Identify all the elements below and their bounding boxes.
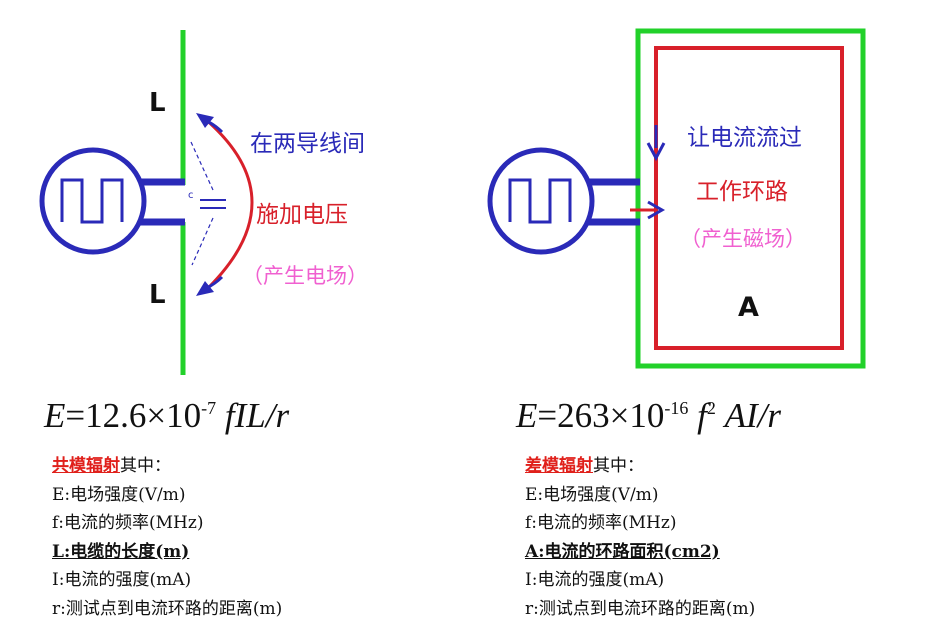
legend-line: f:电流的频率(MHz) — [52, 513, 204, 533]
text-apply-voltage: 施加电压 — [256, 202, 348, 228]
formula-lhs: E — [516, 396, 538, 435]
label-capacitance: c — [188, 190, 194, 201]
legend-heading-red: 共模辐射 — [52, 456, 120, 476]
legend-line: E:电场强度(V/m) — [52, 484, 186, 505]
right-circuit — [487, 28, 866, 369]
legend-line-bold: L:电缆的长度(m) — [52, 541, 190, 562]
label-L-top: L — [149, 88, 166, 118]
signal-source-circle — [39, 147, 147, 255]
legend-line: r:测试点到电流环路的距离(m) — [52, 598, 283, 619]
text-work-loop: 工作环路 — [696, 179, 788, 205]
arc-arrow-top-shaft — [204, 118, 224, 134]
current-arrow-down-icon — [646, 142, 666, 162]
formula-differential-mode: E=263×10-16 f2 AI/r — [516, 396, 782, 435]
legend-differential-mode: 差模辐射其中： E:电场强度(V/m) f:电流的频率(MHz) A:电流的环路… — [525, 452, 755, 623]
legend-line: E:电场强度(V/m) — [525, 484, 659, 505]
formula-exp: -16 — [664, 398, 689, 418]
legend-line-bold: A:电流的环路面积(cm2) — [525, 541, 720, 562]
label-area-A: A — [738, 292, 759, 323]
legend-line: r:测试点到电流环路的距离(m) — [525, 598, 756, 619]
formula-common-mode: E=12.6×10-7 fIL/r — [44, 396, 290, 435]
red-loop — [654, 46, 844, 350]
text-between-wires: 在两导线间 — [250, 131, 365, 157]
label-L-bottom: L — [149, 280, 166, 310]
left-circuit — [39, 30, 254, 375]
square-wave-icon — [508, 178, 572, 224]
dashed-line-top — [190, 141, 214, 191]
green-loop — [635, 28, 866, 369]
formula-exp: -7 — [201, 398, 217, 418]
dashed-line-bottom — [191, 217, 214, 266]
formula-vars: AI/r — [724, 396, 782, 435]
text-let-current-flow: 让电流流过 — [687, 125, 802, 151]
legend-heading-rest: 其中： — [593, 456, 644, 476]
formula-lhs: E — [44, 396, 66, 435]
legend-heading: 差模辐射其中： — [525, 452, 755, 481]
voltage-arc — [202, 116, 254, 294]
formula-f-exp: 2 — [706, 398, 716, 418]
formula-coef: 263×10 — [557, 396, 665, 435]
legend-line: f:电流的频率(MHz) — [525, 513, 677, 533]
current-arrow-in-icon — [647, 200, 666, 220]
legend-common-mode: 共模辐射其中： E:电场强度(V/m) f:电流的频率(MHz) L:电缆的长度… — [52, 452, 282, 623]
square-wave-icon — [60, 178, 124, 224]
legend-line: I:电流的强度(mA) — [525, 570, 665, 590]
text-electric-field: （产生电场） — [242, 264, 368, 288]
formula-f: f — [697, 396, 707, 435]
formula-vars: fIL/r — [224, 396, 290, 435]
arc-arrow-bottom-shaft — [204, 275, 224, 291]
signal-source-circle — [487, 147, 595, 255]
legend-heading-red: 差模辐射 — [525, 456, 593, 476]
legend-heading: 共模辐射其中： — [52, 452, 282, 481]
legend-line: I:电流的强度(mA) — [52, 570, 192, 590]
formula-coef: 12.6×10 — [85, 396, 202, 435]
text-magnetic-field: （产生磁场） — [680, 227, 806, 251]
legend-heading-rest: 其中： — [120, 456, 171, 476]
